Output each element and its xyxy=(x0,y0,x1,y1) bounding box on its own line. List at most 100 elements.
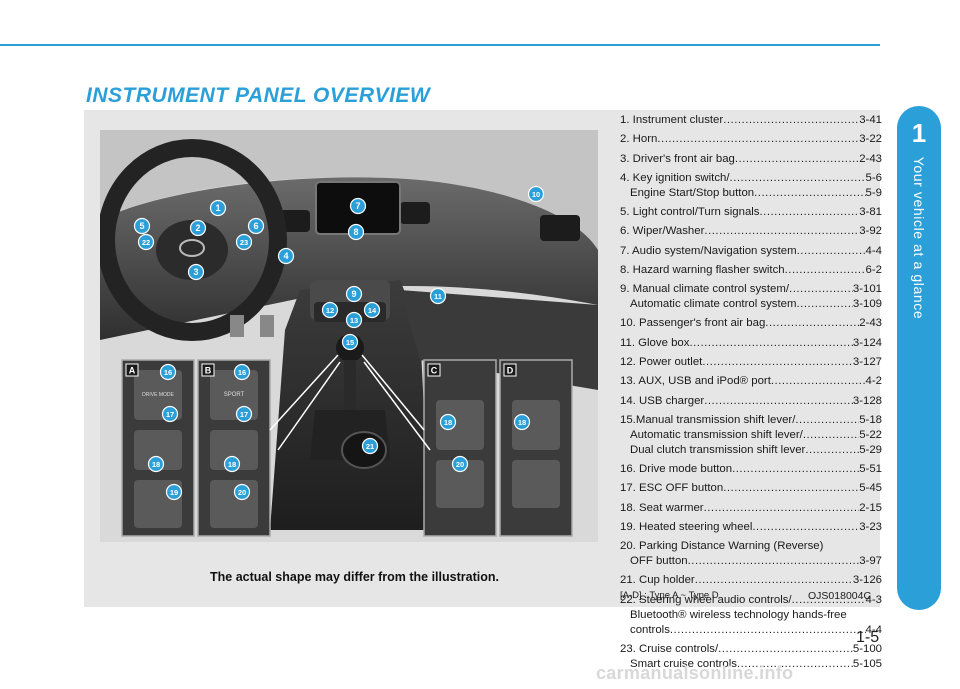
svg-text:19: 19 xyxy=(170,488,178,497)
item-page: 5-9 xyxy=(865,186,882,199)
item-page: 2-43 xyxy=(859,152,882,165)
leader-dots xyxy=(735,152,859,167)
leader-dots xyxy=(732,462,859,477)
svg-text:15: 15 xyxy=(346,338,354,347)
svg-text:18: 18 xyxy=(228,460,236,469)
item-page: 5-105 xyxy=(852,657,882,670)
callout-10: 10 xyxy=(527,185,545,203)
callout-12: 12 xyxy=(321,301,339,319)
item-label: 10. Passenger's front air bag xyxy=(620,317,766,330)
callout-11: 11 xyxy=(429,287,447,305)
item-page: 3-97 xyxy=(859,555,882,568)
callout-9: 9 xyxy=(345,285,363,303)
svg-text:23: 23 xyxy=(240,238,248,247)
leader-dots xyxy=(670,623,866,638)
list-item: 20. Parking Distance Warning (Reverse) xyxy=(620,539,882,554)
drive-mode-label: DRIVE MODE xyxy=(142,392,174,398)
item-label: Bluetooth® wireless technology hands-fre… xyxy=(630,608,847,621)
item-page: 4-3 xyxy=(865,593,882,606)
item-page: 3-23 xyxy=(859,520,882,533)
item-page: 3-127 xyxy=(852,356,882,369)
callout-21: 21 xyxy=(361,437,379,455)
list-subitem: Dual clutch transmission shift lever 5-2… xyxy=(620,443,882,458)
svg-text:A: A xyxy=(129,366,136,376)
item-page: 5-29 xyxy=(859,443,882,456)
leader-dots xyxy=(702,355,853,370)
list-item: 9. Manual climate control system/ 3-101 xyxy=(620,282,882,297)
callout-6: 6 xyxy=(247,217,265,235)
callout-19: 19 xyxy=(165,483,183,501)
item-label: 7. Audio system/Navigation system xyxy=(620,244,797,257)
svg-text:2: 2 xyxy=(195,223,200,233)
item-page: 5-18 xyxy=(859,413,882,426)
svg-text:5: 5 xyxy=(139,221,144,231)
leader-dots xyxy=(797,244,866,259)
item-page: 5-51 xyxy=(859,463,882,476)
leader-dots xyxy=(789,282,853,297)
item-page: 3-81 xyxy=(859,206,882,219)
item-page: 4-4 xyxy=(865,623,882,636)
list-item: 13. AUX, USB and iPod® port 4-2 xyxy=(620,374,882,389)
callout-22: 22 xyxy=(137,233,155,251)
leader-dots xyxy=(754,186,865,201)
callout-23: 23 xyxy=(235,233,253,251)
leader-dots xyxy=(765,316,859,331)
item-label: 14. USB charger xyxy=(620,394,705,407)
svg-text:3: 3 xyxy=(193,267,198,277)
callout-18: 18 xyxy=(439,413,457,431)
list-subitem: Automatic climate control system 3-109 xyxy=(620,297,882,312)
item-page: 3-22 xyxy=(859,133,882,146)
svg-text:17: 17 xyxy=(166,410,174,419)
list-item: 22. Steering wheel audio controls/ 4-3 xyxy=(620,593,882,608)
svg-text:20: 20 xyxy=(456,460,464,469)
svg-text:18: 18 xyxy=(518,418,526,427)
svg-text:1: 1 xyxy=(215,203,220,213)
list-item: 8. Hazard warning flasher switch 6-2 xyxy=(620,263,882,278)
callout-14: 14 xyxy=(363,301,381,319)
item-label: 6. Wiper/Washer xyxy=(620,225,705,238)
list-item: 3. Driver's front air bag 2-43 xyxy=(620,152,882,167)
list-item: 10. Passenger's front air bag 2-43 xyxy=(620,316,882,331)
item-label: 19. Heated steering wheel xyxy=(620,520,753,533)
item-label: OFF button xyxy=(630,555,688,568)
item-page: 5-45 xyxy=(859,482,882,495)
item-page: 6-2 xyxy=(865,263,882,276)
component-list: 1. Instrument cluster 3-412. Horn 3-223.… xyxy=(620,113,882,676)
item-page: 5-6 xyxy=(865,171,882,184)
list-item: 4. Key ignition switch/ 5-6 xyxy=(620,171,882,186)
svg-text:18: 18 xyxy=(444,418,452,427)
leader-dots xyxy=(723,481,859,496)
svg-text:10: 10 xyxy=(532,190,540,199)
item-label: 22. Steering wheel audio controls/ xyxy=(620,593,792,606)
item-label: Smart cruise controls xyxy=(630,657,737,670)
list-subitem: controls 4-4 xyxy=(620,623,882,638)
item-page: 3-128 xyxy=(852,394,882,407)
list-item: 6. Wiper/Washer 3-92 xyxy=(620,224,882,239)
item-label: 20. Parking Distance Warning (Reverse) xyxy=(620,540,824,553)
list-item: 14. USB charger 3-128 xyxy=(620,394,882,409)
leader-dots xyxy=(704,394,853,409)
list-subitem: OFF button 3-97 xyxy=(620,554,882,569)
svg-text:12: 12 xyxy=(326,306,334,315)
item-label: 23. Cruise controls/ xyxy=(620,642,719,655)
callout-20: 20 xyxy=(233,483,251,501)
list-item: 5. Light control/Turn signals 3-81 xyxy=(620,205,882,220)
item-page: 3-124 xyxy=(852,336,882,349)
item-label: 9. Manual climate control system/ xyxy=(620,283,790,296)
list-subitem: Engine Start/Stop button 5-9 xyxy=(620,186,882,201)
callout-16: 16 xyxy=(233,363,251,381)
callout-4: 4 xyxy=(277,247,295,265)
item-page: 2-15 xyxy=(859,501,882,514)
callout-13: 13 xyxy=(345,311,363,329)
chapter-number: 1 xyxy=(911,118,927,148)
item-label: 5. Light control/Turn signals xyxy=(620,206,760,219)
leader-dots xyxy=(695,573,853,588)
list-item: 7. Audio system/Navigation system 4-4 xyxy=(620,244,882,259)
list-item: 12. Power outlet 3-127 xyxy=(620,355,882,370)
item-label: 11. Glove box xyxy=(620,336,690,349)
leader-dots xyxy=(803,428,859,443)
leader-dots xyxy=(771,374,866,389)
item-label: 15.Manual transmission shift lever/ xyxy=(620,413,796,426)
svg-text:13: 13 xyxy=(350,316,358,325)
